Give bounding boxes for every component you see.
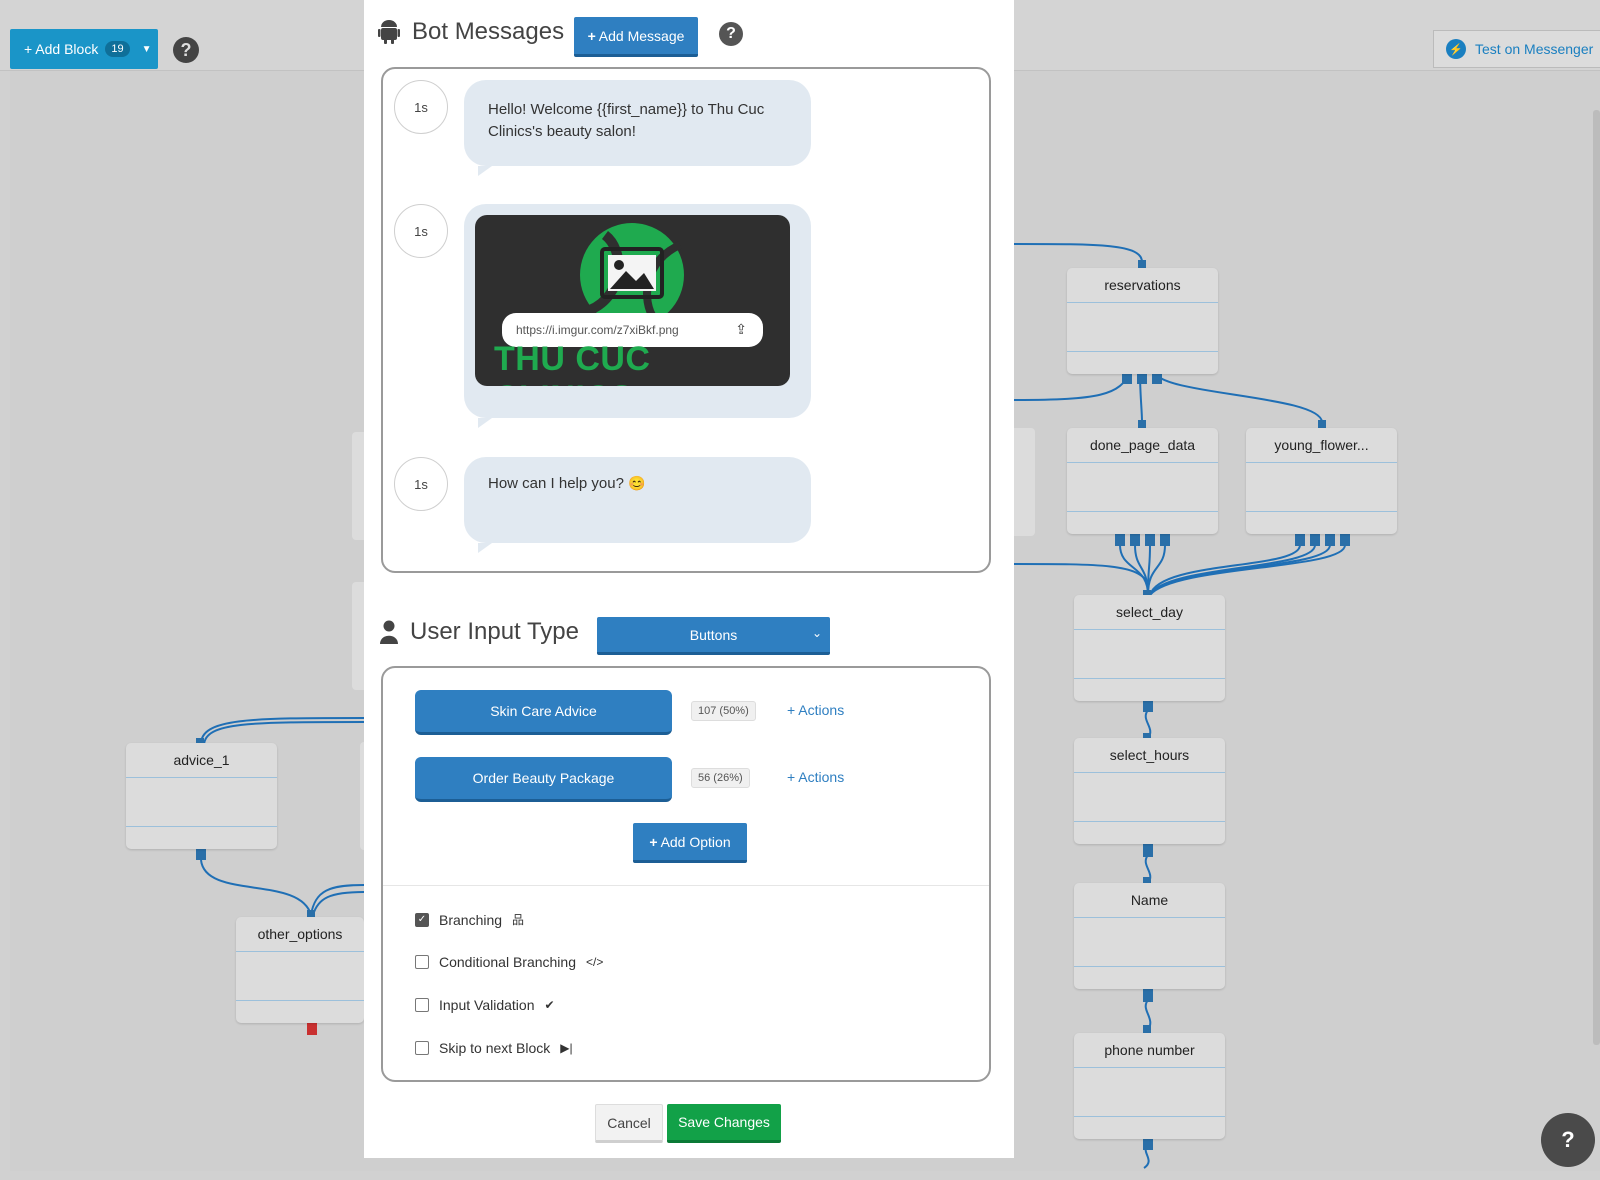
image-message-bubble[interactable]: https://i.imgur.com/z7xiBkf.png ⇪ THU CU… [464,204,811,418]
messenger-icon: ⚡ [1446,39,1466,59]
message-delay[interactable]: 1s [394,204,448,258]
input-validation-option[interactable]: Input Validation ✔ [415,997,555,1013]
add-option-label: Add Option [660,833,731,850]
branching-label: Branching [439,911,503,928]
skip-to-next-block-option[interactable]: Skip to next Block ▶| [415,1040,573,1056]
input-validation-checkbox[interactable] [415,998,429,1012]
node-title: phone number [1074,1033,1225,1068]
text-message-bubble[interactable]: Hello! Welcome {{first_name}} to Thu Cuc… [464,80,811,166]
conditional-branching-label: Conditional Branching [439,954,576,970]
branching-checkbox[interactable]: ✓ [415,912,429,927]
bot-messages-header: Bot Messages [378,18,564,46]
bot-messages-help-icon[interactable]: ? [719,22,743,46]
flow-node-phone-number[interactable]: phone number [1074,1033,1225,1139]
option-label: Order Beauty Package [472,770,615,786]
branching-option[interactable]: ✓ Branching 品 [415,911,524,928]
bubble-tail [478,418,492,428]
help-icon[interactable]: ? [173,37,199,63]
message-text-line: Clinics's beauty salon! [488,123,636,140]
option-label: Skin Care Advice [490,703,597,719]
message-text: How can I help you? [488,475,624,492]
add-block-label: + Add Block [24,41,99,57]
message-delay[interactable]: 1s [394,80,448,134]
save-changes-button[interactable]: Save Changes [667,1104,781,1143]
add-block-button[interactable]: + Add Block 19 ▼ [10,29,158,69]
image-placeholder-icon [600,247,664,299]
node-title: young_flower... [1246,428,1397,463]
node-title: select_hours [1074,738,1225,773]
node-title: advice_1 [126,743,277,778]
conditional-branching-option[interactable]: Conditional Branching </> [415,954,603,970]
flow-node-young-flower[interactable]: young_flower... [1246,428,1397,534]
option-stat-badge: 107 (50%) [691,701,756,721]
canvas-scrollbar[interactable] [1593,110,1600,1045]
step-forward-icon: ▶| [560,1041,573,1055]
node-title: reservations [1067,268,1218,303]
input-type-value: Buttons [689,626,738,643]
add-message-label: Add Message [598,27,685,44]
hidden-node [1010,428,1035,536]
sitemap-icon: 品 [512,913,525,927]
plus-icon: + [649,833,658,850]
user-input-title: User Input Type [410,618,579,645]
brand-logo-text: THU CUC CLINICS [494,340,651,386]
add-option-button[interactable]: + Add Option [633,823,747,863]
text-message-bubble[interactable]: How can I help you? 😊 [464,457,811,543]
flow-node-select-hours[interactable]: select_hours [1074,738,1225,844]
image-url-text: https://i.imgur.com/z7xiBkf.png [516,323,679,337]
flow-node-other-options[interactable]: other_options [236,917,364,1023]
android-icon [378,20,400,44]
chevron-down-icon: ⌄ [811,626,822,640]
add-message-button[interactable]: + Add Message [574,17,698,57]
flow-node-advice-1[interactable]: advice_1 [126,743,277,849]
user-icon [380,620,398,644]
test-on-messenger-button[interactable]: ⚡ Test on Messenger [1433,30,1600,68]
flow-node-reservations[interactable]: reservations [1067,268,1218,374]
node-title: select_day [1074,595,1225,630]
add-actions-link[interactable]: + Actions [787,769,845,785]
check-circle-icon: ✔ [544,998,555,1012]
option-button-order-beauty-package[interactable]: Order Beauty Package [415,757,672,802]
upload-icon[interactable]: ⇪ [735,321,747,337]
add-actions-link[interactable]: + Actions [787,702,845,718]
smile-emoji-icon: 😊 [628,475,646,491]
floating-help-button[interactable]: ? [1541,1113,1595,1167]
bot-messages-title: Bot Messages [412,18,565,45]
block-editor-modal: Bot Messages + Add Message ? 1s Hello! W… [364,0,1014,1158]
node-title: done_page_data [1067,428,1218,463]
message-delay[interactable]: 1s [394,457,448,511]
node-title: other_options [236,917,364,952]
bubble-tail [478,166,492,176]
option-button-skin-care-advice[interactable]: Skin Care Advice [415,690,672,735]
user-input-header: User Input Type [380,618,579,646]
skip-to-next-block-label: Skip to next Block [439,1040,551,1056]
flow-node-name[interactable]: Name [1074,883,1225,989]
skip-to-next-block-checkbox[interactable] [415,1041,429,1055]
input-validation-label: Input Validation [439,997,535,1013]
test-on-messenger-label: Test on Messenger [1475,41,1594,57]
plus-icon: + [587,27,596,44]
image-preview[interactable]: https://i.imgur.com/z7xiBkf.png ⇪ THU CU… [475,215,790,386]
cancel-button[interactable]: Cancel [595,1104,663,1143]
user-input-panel: Skin Care Advice 107 (50%) + Actions Ord… [381,666,991,1082]
message-text-line: Hello! Welcome {{first_name}} to Thu Cuc [488,101,765,118]
bot-messages-panel: 1s Hello! Welcome {{first_name}} to Thu … [381,67,991,573]
bubble-tail [478,543,492,553]
conditional-branching-checkbox[interactable] [415,955,429,969]
panel-divider [383,885,989,886]
caret-down-icon[interactable]: ▼ [141,43,152,55]
node-title: Name [1074,883,1225,918]
flow-node-done-page-data[interactable]: done_page_data [1067,428,1218,534]
code-icon: </> [585,955,604,969]
flow-node-select-day[interactable]: select_day [1074,595,1225,701]
image-url-input[interactable]: https://i.imgur.com/z7xiBkf.png ⇪ [502,313,763,347]
input-type-select[interactable]: Buttons ⌄ [597,617,830,655]
block-count-badge: 19 [105,41,130,57]
option-stat-badge: 56 (26%) [691,768,750,788]
